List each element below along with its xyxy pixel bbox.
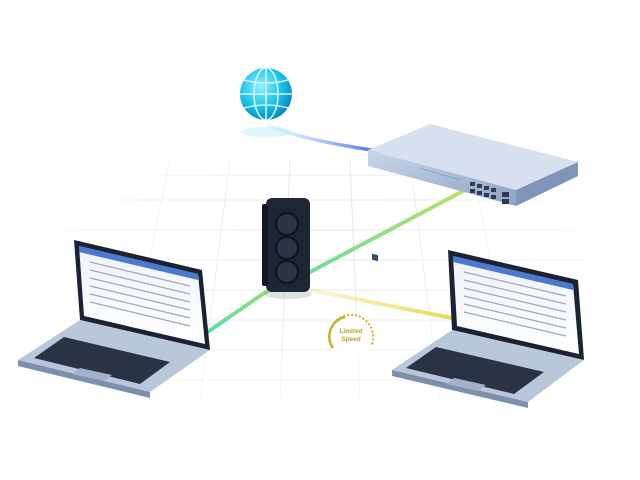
globe-icon — [240, 67, 292, 137]
speed-badge-line1: Limited — [339, 328, 363, 335]
right-screen-rows — [463, 271, 567, 337]
left-laptop — [18, 240, 210, 398]
right-laptop-link — [308, 288, 454, 320]
speed-badge-line2: Speed — [341, 336, 361, 343]
network-switch-device — [368, 124, 578, 262]
left-screen-rows — [89, 261, 191, 327]
traffic-light-icon — [262, 198, 312, 299]
internet-link — [266, 123, 387, 154]
right-laptop — [392, 250, 584, 408]
switch-link — [308, 188, 467, 274]
speed-badge-label: Limited Speed — [326, 328, 376, 344]
speedometer-icon — [328, 313, 374, 358]
